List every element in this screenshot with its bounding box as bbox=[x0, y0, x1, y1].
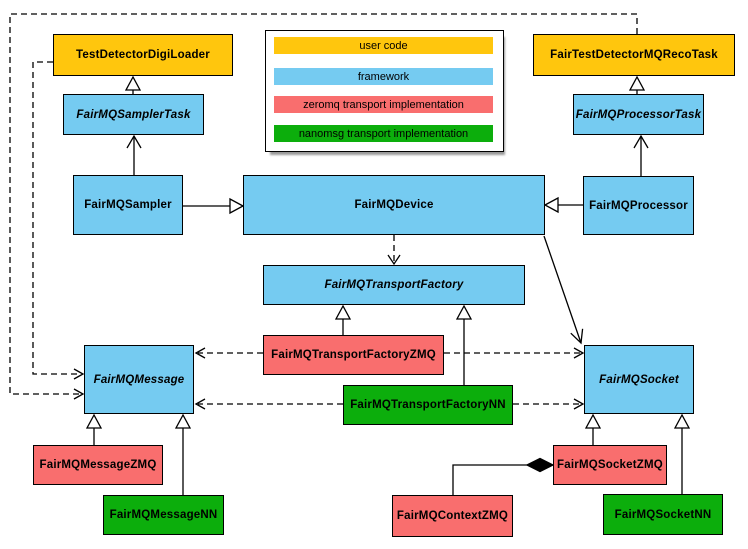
node-label: FairMQSampler bbox=[84, 199, 172, 211]
edge-factoryzmq-to-socket bbox=[444, 347, 585, 359]
node-fairmqtransportfactory: FairMQTransportFactory bbox=[263, 265, 525, 305]
node-fairmqprocessor: FairMQProcessor bbox=[583, 176, 694, 235]
edge-recotask-to-message bbox=[9, 13, 638, 400]
legend: user code framework zeromq transport imp… bbox=[265, 30, 504, 152]
node-label: FairMQMessageNN bbox=[109, 509, 218, 521]
node-label: FairMQSocketNN bbox=[614, 508, 712, 521]
node-label: FairMQSocket bbox=[599, 373, 679, 386]
legend-item-nanomsg: nanomsg transport implementation bbox=[274, 125, 493, 142]
node-label: FairMQDevice bbox=[354, 199, 434, 211]
node-label: TestDetectorDigiLoader bbox=[76, 49, 210, 61]
edge-messagenn-to-message bbox=[174, 413, 192, 495]
edge-factorynn-to-factory bbox=[455, 304, 473, 385]
node-fairmqsocket: FairMQSocket bbox=[584, 345, 694, 414]
edge-device-to-transportfactory bbox=[387, 235, 401, 266]
edge-processor-to-processortask bbox=[633, 134, 649, 176]
edge-sampler-to-device bbox=[183, 197, 245, 215]
edge-device-to-socket bbox=[543, 235, 584, 345]
node-label: FairMQSamplerTask bbox=[76, 108, 191, 121]
node-label: FairMQTransportFactoryNN bbox=[350, 399, 506, 411]
node-label: FairMQSocketZMQ bbox=[557, 459, 663, 471]
node-fairmqsamplertask: FairMQSamplerTask bbox=[63, 94, 204, 135]
legend-label: nanomsg transport implementation bbox=[298, 127, 469, 140]
node-fairmqdevice: FairMQDevice bbox=[243, 175, 545, 235]
node-fairmqmessagenn: FairMQMessageNN bbox=[103, 495, 224, 535]
node-fairmqtransportfactorynn: FairMQTransportFactoryNN bbox=[343, 385, 513, 425]
node-fairmqtransportfactoryzmq: FairMQTransportFactoryZMQ bbox=[263, 335, 444, 375]
node-label: FairMQTransportFactory bbox=[324, 279, 464, 291]
node-fairtestdetectormqrecotask: FairTestDetectorMQRecoTask bbox=[533, 34, 735, 76]
node-label: FairMQTransportFactoryZMQ bbox=[271, 349, 436, 361]
edge-factoryzmq-to-message bbox=[194, 347, 263, 359]
edge-factorynn-to-message bbox=[194, 398, 343, 410]
node-label: FairMQProcessor bbox=[589, 199, 688, 212]
node-label: FairTestDetectorMQRecoTask bbox=[550, 49, 718, 61]
legend-label: framework bbox=[357, 70, 410, 83]
node-label: FairMQProcessorTask bbox=[575, 108, 702, 121]
edge-socketnn-to-socket bbox=[673, 413, 691, 494]
node-fairmqmessagezmq: FairMQMessageZMQ bbox=[33, 445, 163, 485]
node-testdetectordigiloader: TestDetectorDigiLoader bbox=[53, 34, 233, 76]
legend-label: zeromq transport implementation bbox=[303, 98, 464, 111]
edge-contextzmq-to-socketzmq bbox=[452, 457, 555, 495]
legend-label: user code bbox=[359, 39, 408, 52]
node-label: FairMQMessageZMQ bbox=[39, 459, 157, 471]
node-fairmqmessage: FairMQMessage bbox=[84, 345, 194, 414]
legend-item-user-code: user code bbox=[274, 37, 493, 54]
edge-digiloader-to-message bbox=[32, 61, 85, 380]
edge-socketzmq-to-socket bbox=[584, 413, 602, 445]
edge-samplertask-to-digiloader bbox=[124, 75, 142, 94]
legend-item-framework: framework bbox=[274, 68, 493, 85]
edge-sampler-to-samplertask bbox=[126, 134, 142, 175]
edge-factorynn-to-socket bbox=[513, 398, 585, 410]
node-label: FairMQMessage bbox=[93, 373, 185, 386]
legend-item-zeromq: zeromq transport implementation bbox=[274, 96, 493, 113]
edge-messagezmq-to-message bbox=[85, 413, 103, 445]
edge-factoryzmq-to-factory bbox=[334, 304, 352, 335]
edge-processor-to-device bbox=[543, 196, 583, 214]
node-fairmqsampler: FairMQSampler bbox=[73, 175, 183, 235]
node-fairmqcontextzmq: FairMQContextZMQ bbox=[392, 495, 513, 537]
node-fairmqprocessortask: FairMQProcessorTask bbox=[573, 94, 704, 135]
node-label: FairMQContextZMQ bbox=[396, 510, 509, 522]
node-fairmqsocketnn: FairMQSocketNN bbox=[603, 494, 723, 535]
edge-processortask-to-recotask bbox=[628, 75, 646, 94]
node-fairmqsocketzmq: FairMQSocketZMQ bbox=[553, 445, 667, 485]
